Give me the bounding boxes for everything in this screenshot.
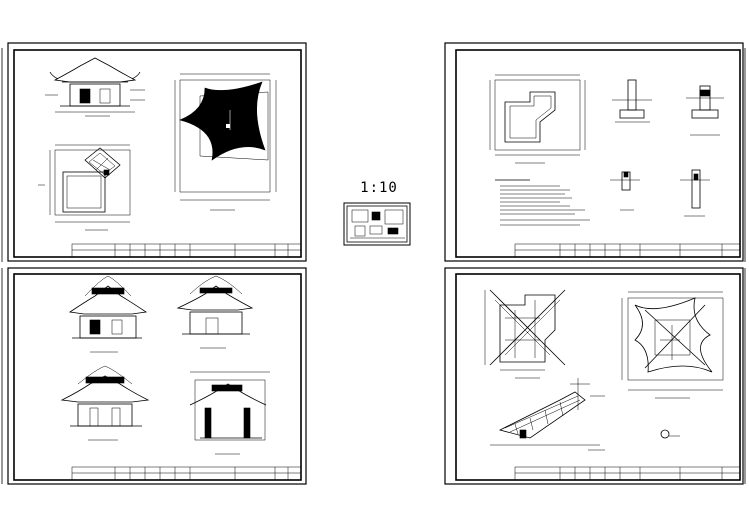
index-thumbnail[interactable] [343,202,411,246]
roof-framing-plan [484,289,566,379]
footing-detail-b [686,85,724,136]
title-block [71,243,302,258]
footing-detail-a [612,79,652,123]
roof-plan [174,73,277,211]
notes-block [495,179,590,226]
sheet-bottom-right[interactable] [444,267,744,485]
post-detail-b [680,169,710,217]
front-elevation [68,275,148,353]
title-block [514,243,741,258]
roof-plan-flared [621,291,724,399]
title-block [71,466,302,481]
pavilion-elevation [45,57,145,117]
sheet-top-right[interactable] [444,42,744,262]
rear-elevation [60,365,150,441]
pavilion-plan [38,144,131,231]
side-elevation [176,275,254,349]
section-view [189,371,270,455]
title-block [514,466,741,481]
foundation-plan [489,74,586,164]
rafter-detail [490,378,605,451]
post-detail-a [610,171,640,211]
sheet-top-left[interactable] [7,42,307,262]
north-symbol-icon [660,429,680,439]
scale-label: 1:10 [360,180,398,196]
sheet-bottom-left[interactable] [7,267,307,485]
